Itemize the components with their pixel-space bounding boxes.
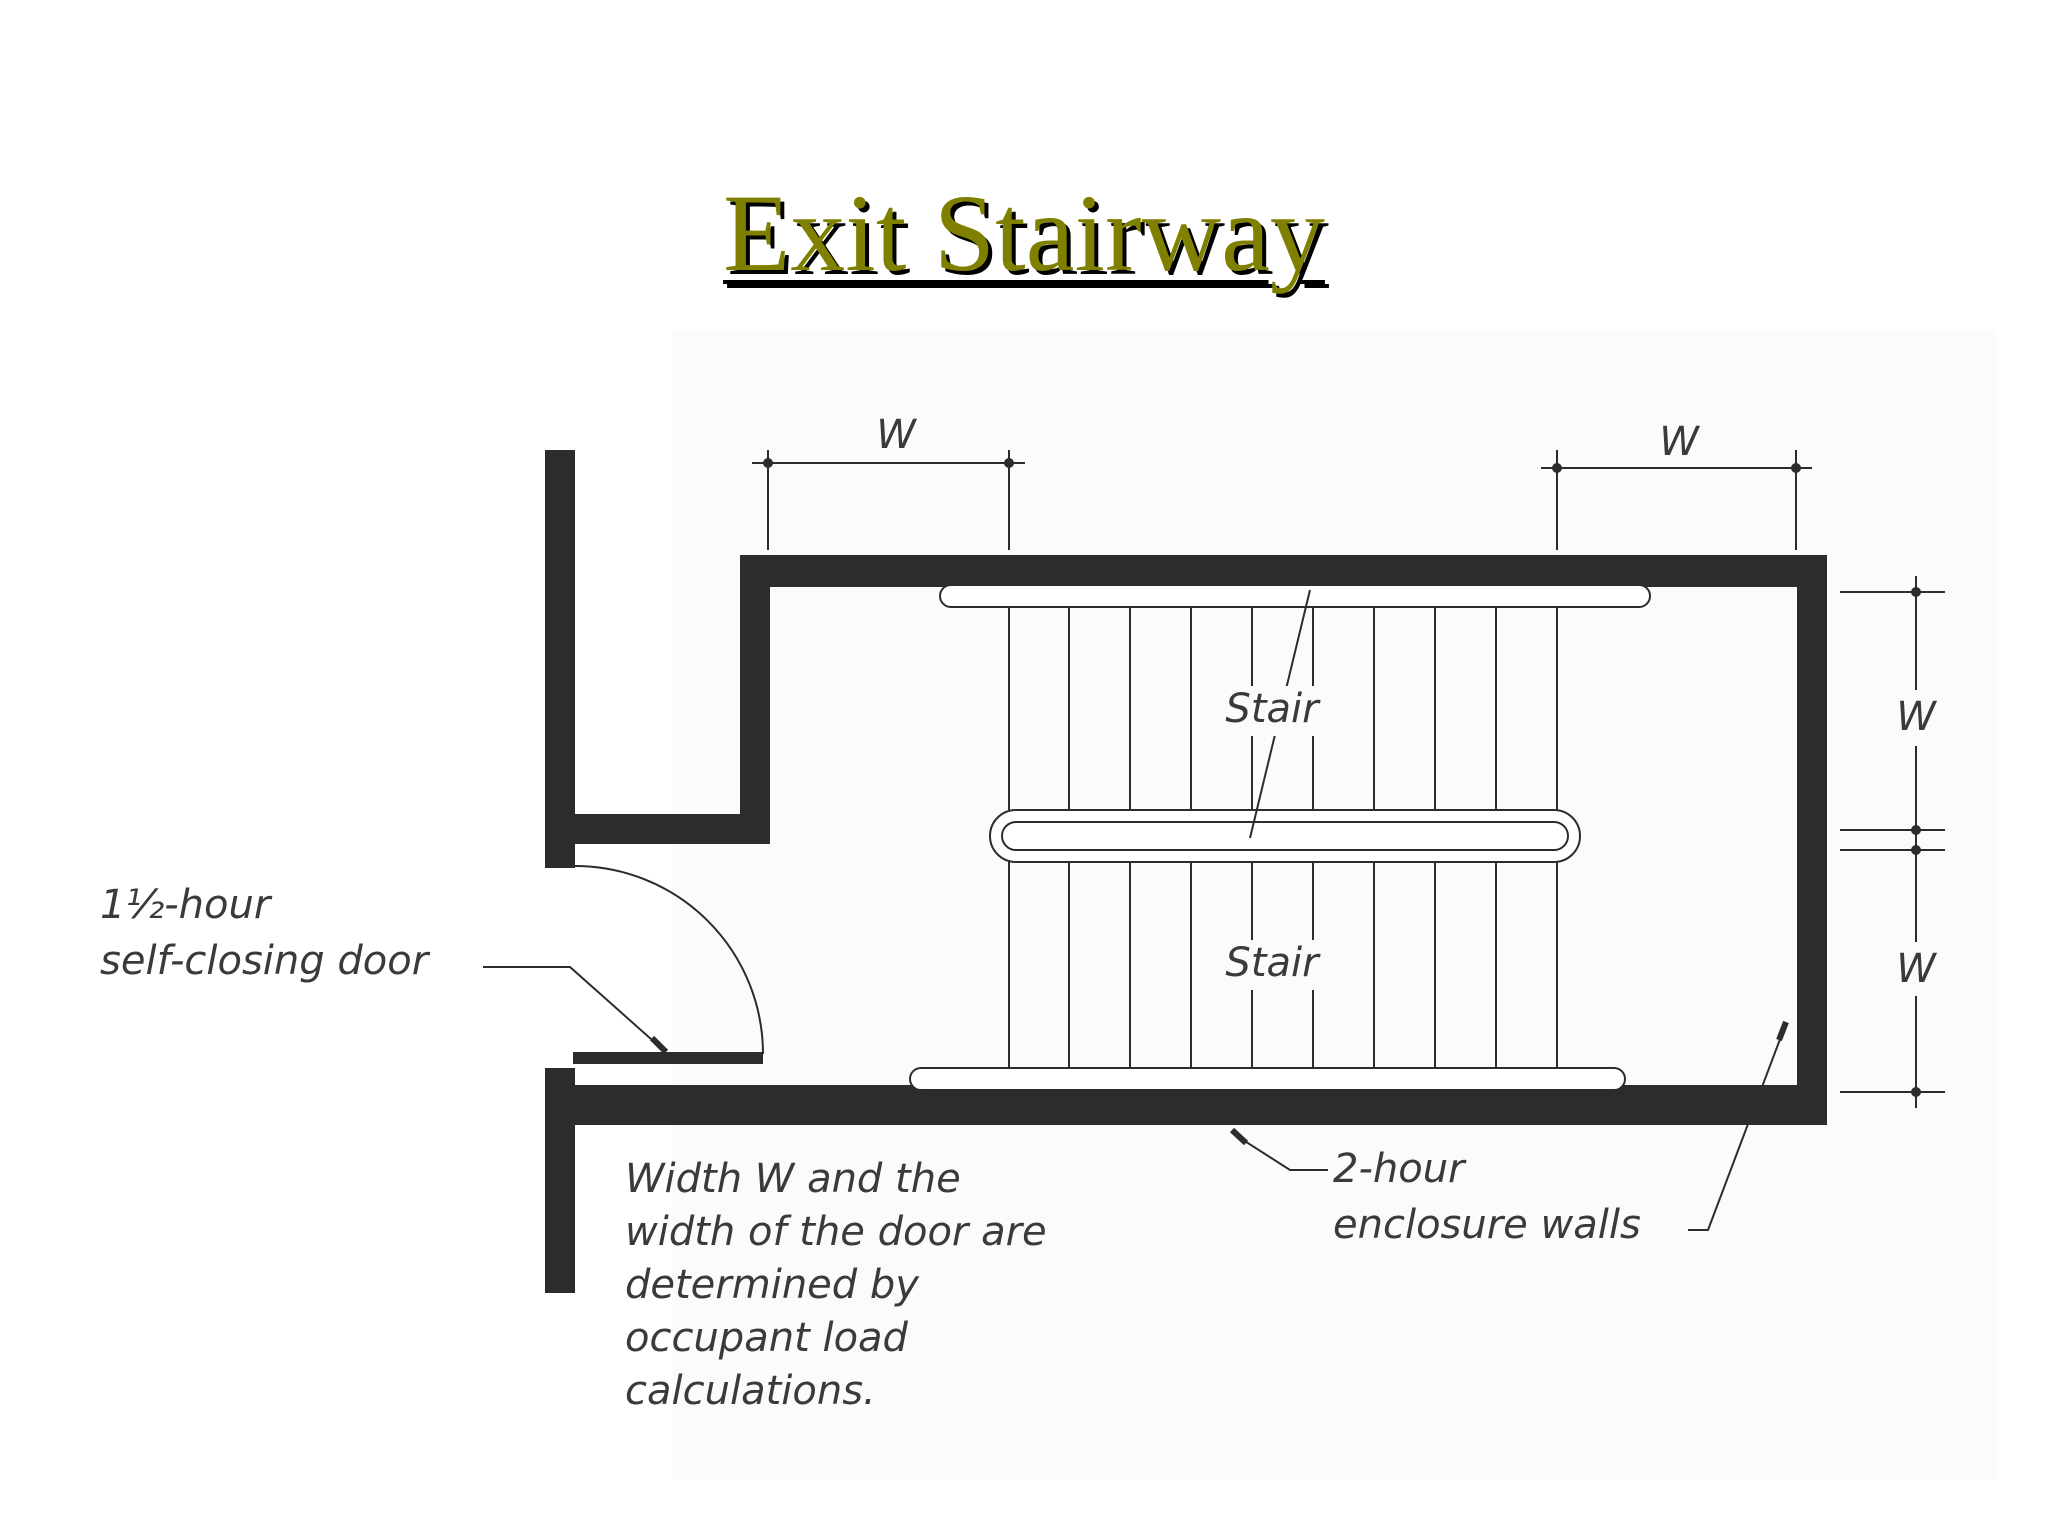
dimension-top-right: [1541, 450, 1812, 550]
wall-top: [740, 555, 1827, 587]
wall-ledge: [545, 814, 770, 844]
page-title: Exit Stairway: [723, 172, 1325, 294]
dimension-label-top-left: W: [876, 412, 917, 458]
handrail-center-inner: [1001, 821, 1569, 851]
dimension-label-right-upper: W: [1896, 694, 1937, 740]
wall-bottom: [545, 1085, 1827, 1125]
door-callout-line1: 1½-hour: [100, 882, 273, 928]
dimension-right: [1840, 576, 1945, 1108]
note-line: width of the door are: [625, 1209, 1047, 1255]
note-line: Width W and the: [625, 1156, 961, 1202]
walls-leader-tick-2: [1776, 1020, 1789, 1042]
enclosure-walls: [545, 450, 1827, 1293]
door-leader-line: [483, 966, 661, 1048]
note-line: calculations.: [625, 1368, 876, 1414]
walls-leader-tick-1: [1229, 1127, 1249, 1146]
door-leader-tick: [649, 1035, 669, 1055]
handrails: [909, 584, 1651, 1091]
walls-callout-line1: 2-hour: [1333, 1146, 1467, 1192]
door-swing-arc: [574, 865, 764, 1055]
dimension-label-right-lower: W: [1896, 946, 1937, 992]
handrail-top: [939, 584, 1651, 608]
walls-leader-line-2: [1688, 1033, 1783, 1231]
dimension-top-left: [752, 450, 1025, 550]
wall-enclosure-left: [740, 555, 770, 844]
stair-label-lower: Stair: [1225, 940, 1321, 986]
wall-right: [1797, 555, 1827, 1125]
door-panel: [573, 1052, 763, 1064]
scan-background: [672, 330, 1997, 1480]
stair-label-upper: Stair: [1225, 686, 1321, 732]
width-note: Width W and the width of the door are de…: [625, 1156, 1047, 1414]
note-line: determined by: [625, 1262, 920, 1308]
wall-left-upper: [545, 450, 575, 868]
dimension-label-top-right: W: [1659, 419, 1700, 465]
door-callout-line2: self-closing door: [100, 938, 431, 984]
note-line: occupant load: [625, 1315, 909, 1361]
handrail-bottom: [909, 1067, 1626, 1091]
walls-leader-line-1: [1239, 1137, 1328, 1171]
walls-callout-line2: enclosure walls: [1333, 1202, 1641, 1248]
